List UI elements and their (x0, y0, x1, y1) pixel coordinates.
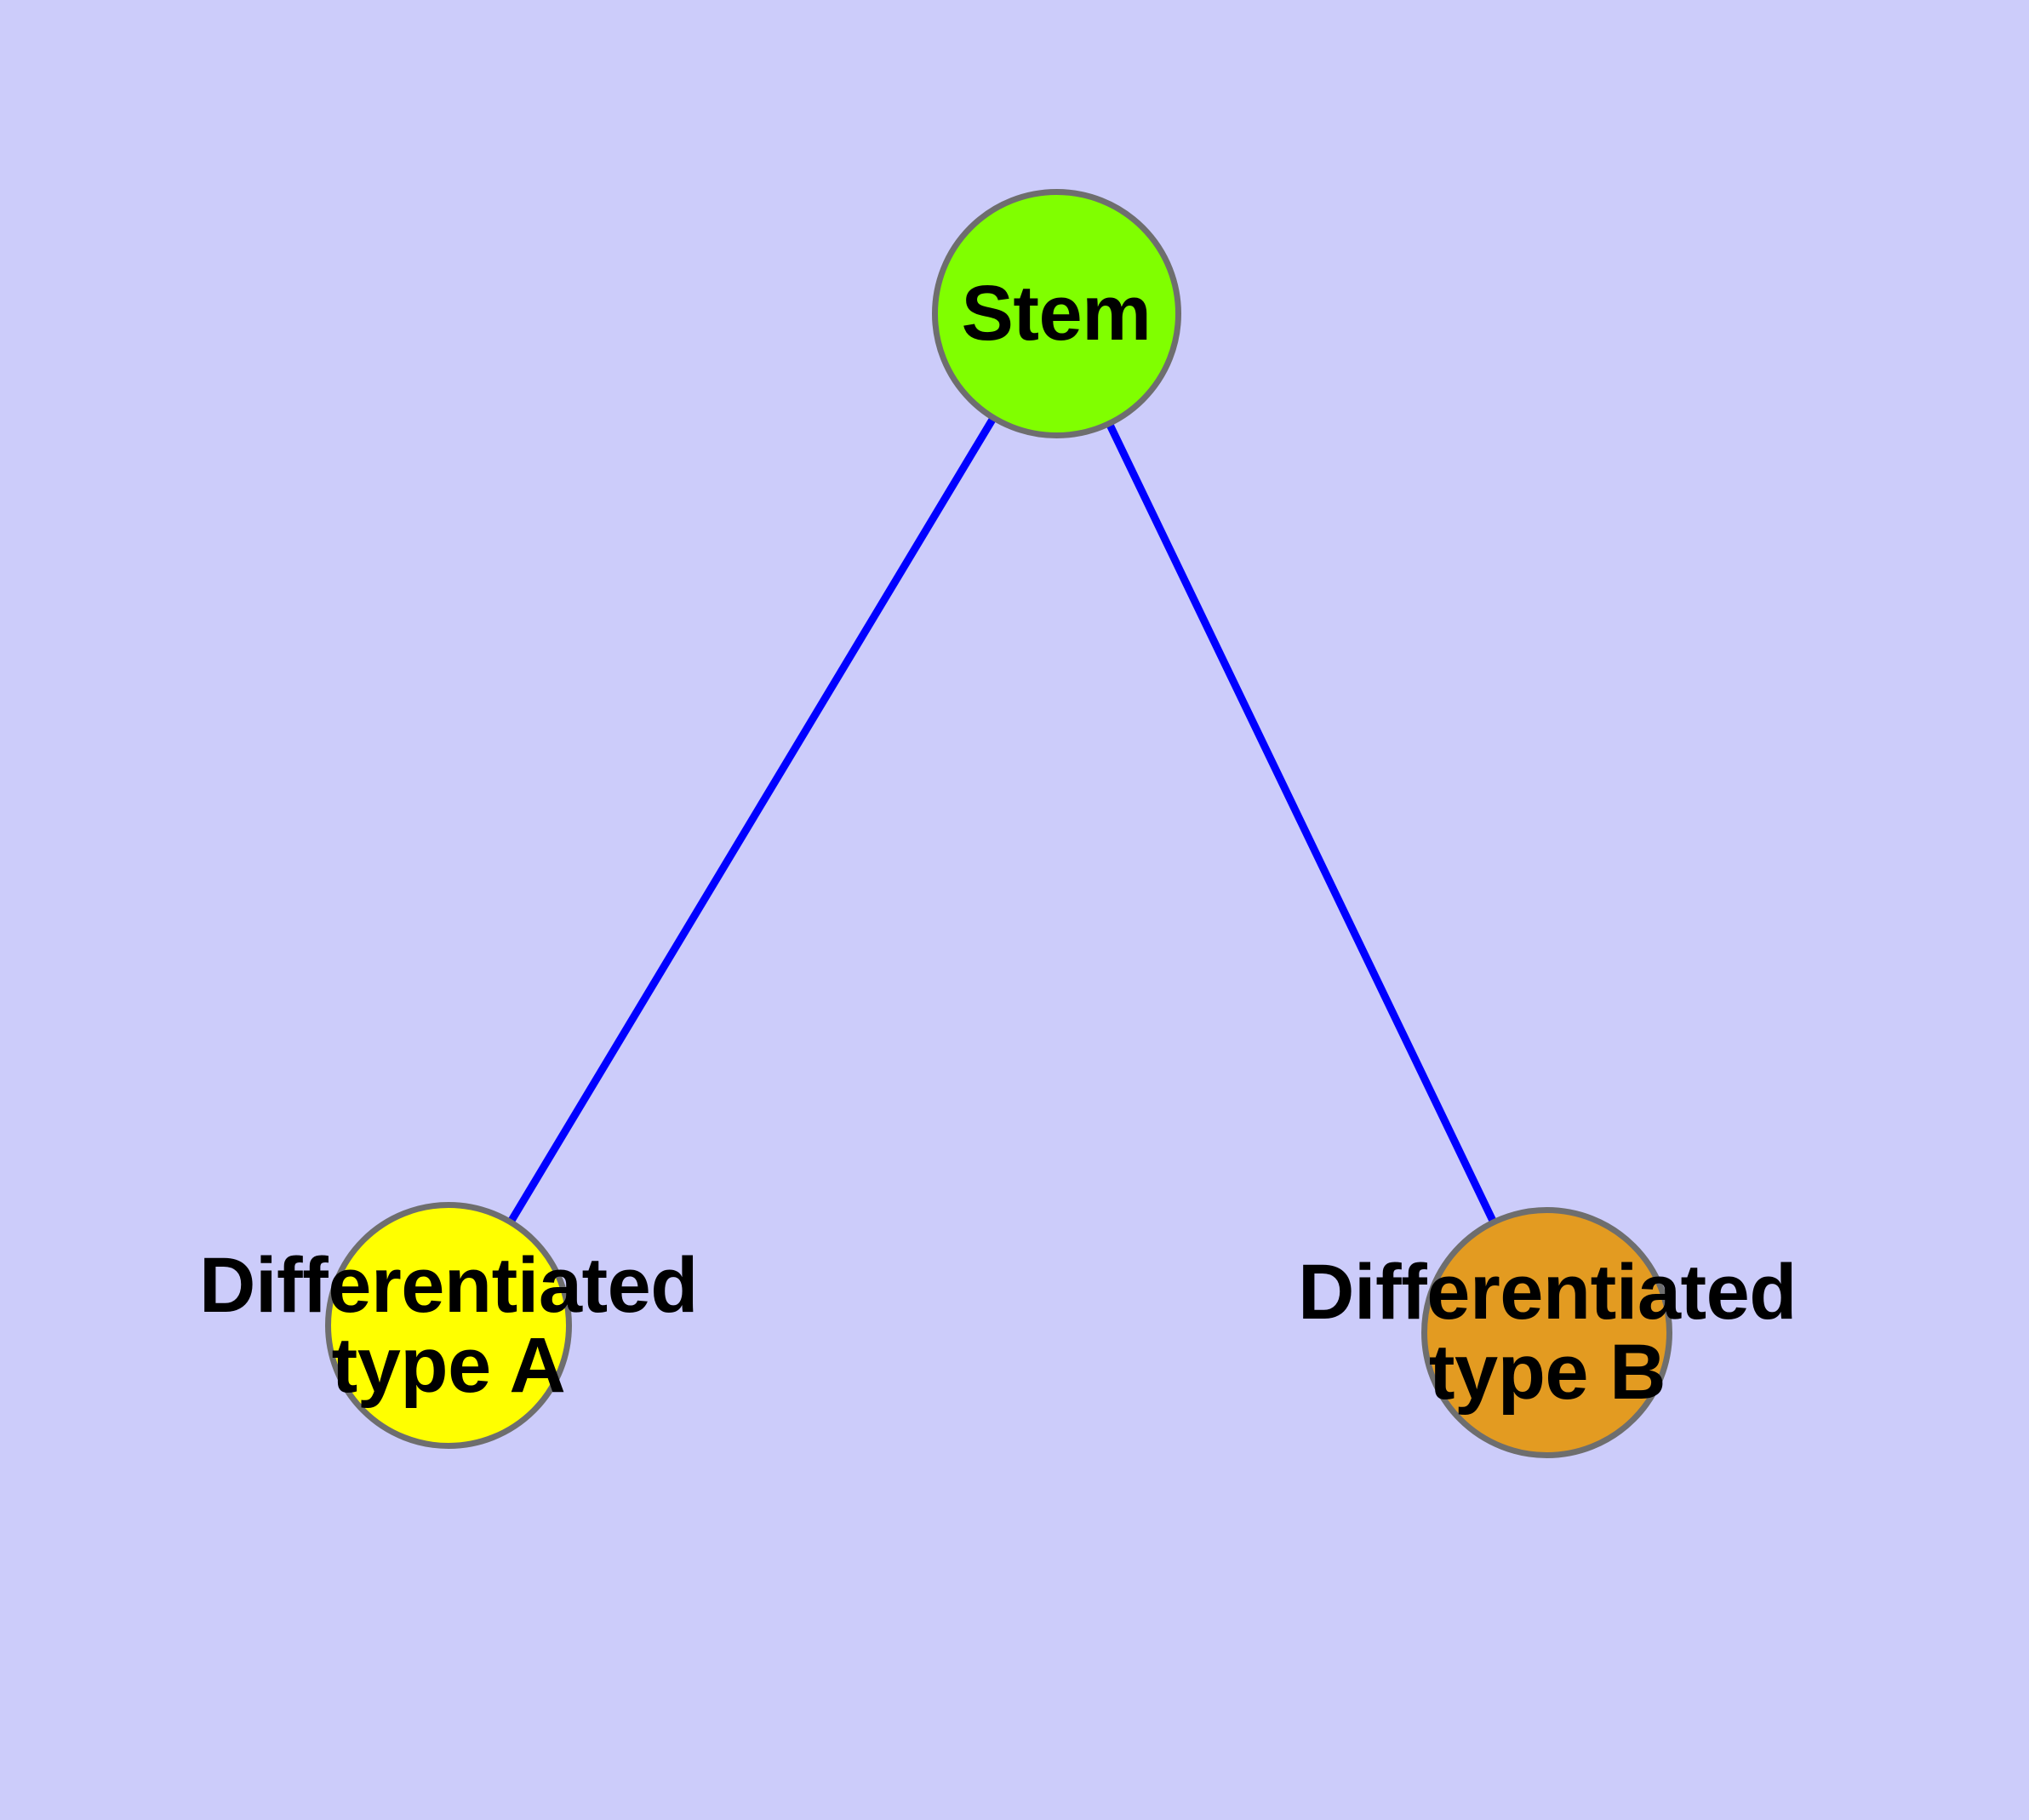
edge-stem-to-type-a (445, 311, 1060, 1328)
edge-stem-to-type-b (1052, 312, 1551, 1334)
node-differentiated-type-b[interactable] (1421, 1207, 1672, 1458)
node-stem[interactable] (932, 189, 1181, 438)
node-differentiated-type-a[interactable] (325, 1202, 572, 1449)
